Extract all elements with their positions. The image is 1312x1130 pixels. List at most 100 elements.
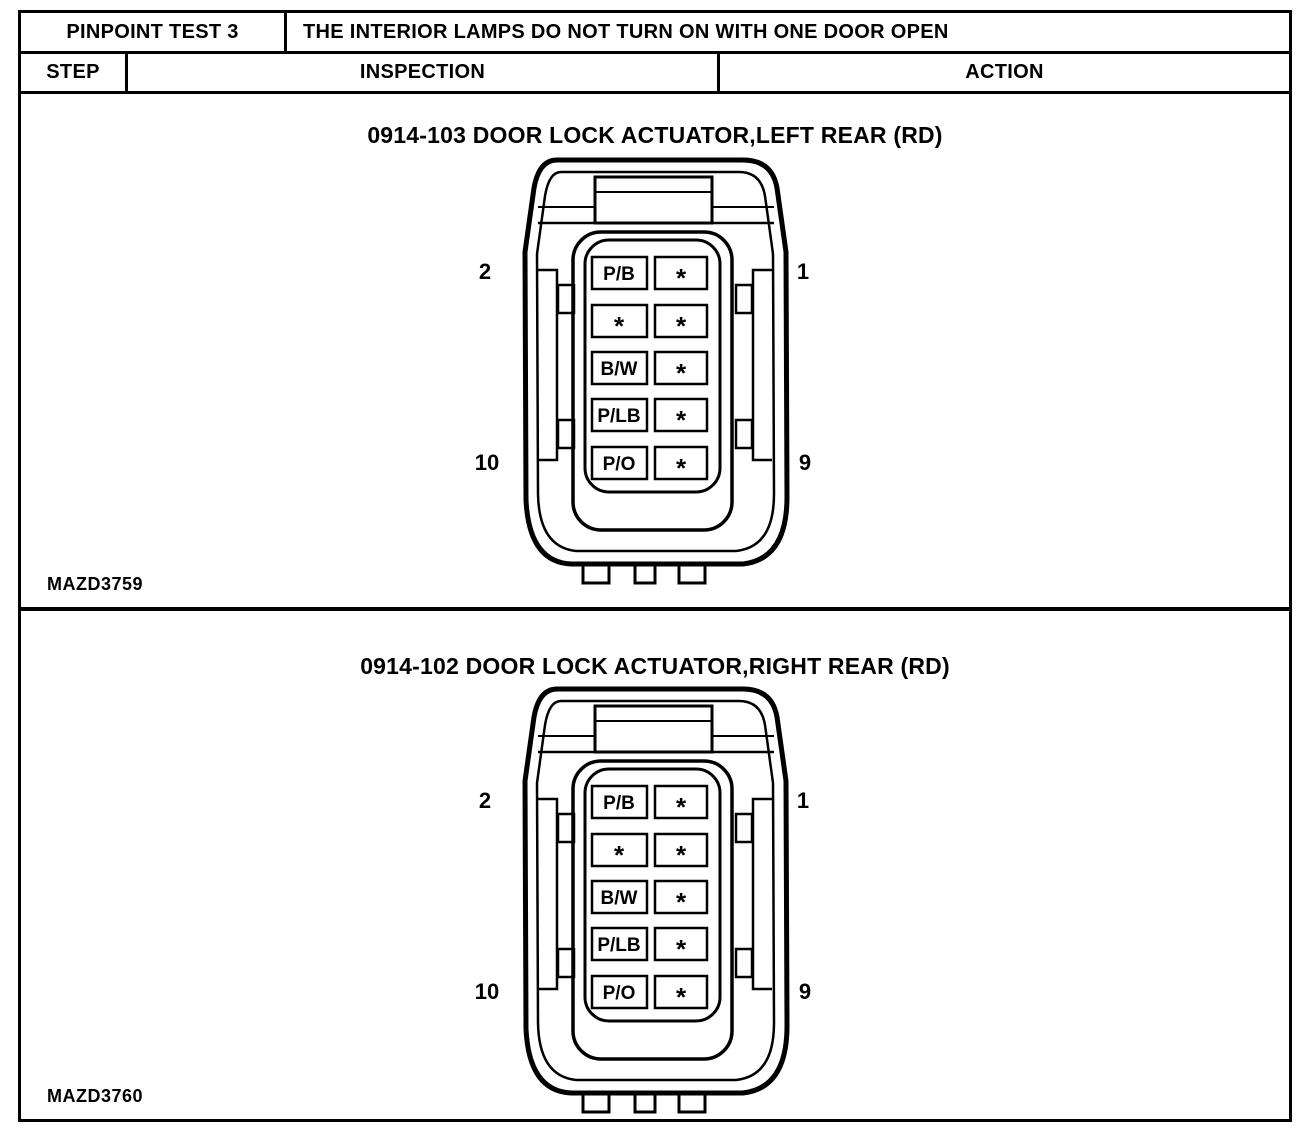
figure-id: MAZD3759 — [47, 574, 144, 594]
pin-housing-inner — [583, 238, 722, 494]
right-wing-tab-top — [734, 283, 754, 315]
pin-housing-outer — [571, 759, 734, 1061]
wire-color-label: P/LB — [597, 935, 640, 956]
pin-housing-inner — [583, 767, 722, 1023]
pin-number-bottom-right: 9 — [799, 979, 811, 1004]
pin-boxes — [590, 784, 709, 1010]
pin-box — [590, 397, 649, 433]
pin-box — [653, 926, 709, 962]
wire-color-label: P/O — [603, 983, 636, 1004]
pin-number-top-right: 1 — [797, 259, 809, 284]
pin-number-top-left: 2 — [479, 788, 491, 813]
pin-box — [653, 350, 709, 386]
step-label: STEP — [46, 61, 100, 83]
wire-color-label: * — [676, 840, 687, 870]
wire-color-label: P/O — [603, 454, 636, 475]
bottom-tabs — [581, 1090, 707, 1114]
connector-diagram-right-rear: P/B * * * B/W * P/LB * P/O * 2 1 10 9 — [475, 686, 811, 1114]
pin-box — [590, 445, 649, 481]
wire-color-label: * — [676, 263, 687, 293]
right-wing-tab-top — [734, 812, 754, 844]
column-header-step: STEP — [21, 54, 128, 91]
wire-color-label: * — [676, 887, 687, 917]
connector-outer-shell — [522, 686, 790, 1096]
wire-color-label: B/W — [601, 888, 638, 909]
pin-number-bottom-right: 9 — [799, 450, 811, 475]
inspection-label: INSPECTION — [359, 61, 486, 83]
pin-box — [653, 397, 709, 433]
pin-number-top-left: 2 — [479, 259, 491, 284]
wire-color-label: P/B — [603, 793, 635, 814]
pin-box — [653, 879, 709, 915]
bottom-tab-1 — [581, 1090, 611, 1114]
side-wings — [538, 268, 772, 462]
pin-box — [653, 974, 709, 1010]
column-header-action: ACTION — [720, 54, 1289, 91]
table-title-row: PINPOINT TEST 3 THE INTERIOR LAMPS DO NO… — [21, 13, 1289, 54]
inspection-panel-right-rear: 0914-102 DOOR LOCK ACTUATOR,RIGHT REAR (… — [21, 611, 1289, 1119]
pin-labels: P/B * * * B/W * P/LB * P/O * — [597, 263, 687, 483]
pinpoint-test-label-cell: PINPOINT TEST 3 — [21, 13, 287, 51]
pin-box — [590, 974, 649, 1010]
side-wings — [538, 797, 772, 991]
pin-numbers: 2 1 10 9 — [475, 259, 811, 475]
figure-id: MAZD3760 — [47, 1086, 144, 1106]
wire-color-label: B/W — [601, 359, 638, 380]
wire-color-label: * — [614, 311, 625, 341]
pin-box — [590, 255, 649, 291]
connector-inner-shell — [535, 170, 776, 553]
right-wing — [751, 268, 772, 462]
pin-box — [590, 784, 649, 820]
left-wing-tab-bottom — [556, 947, 576, 979]
pin-labels: P/B * * * B/W * P/LB * P/O * — [597, 792, 687, 1012]
bottom-tab-2 — [633, 1090, 657, 1114]
bottom-tab-3 — [677, 561, 707, 585]
connector-diagram-left-rear: P/B * * * B/W * P/LB * P/O * 2 1 10 9 — [475, 157, 811, 585]
wire-color-label: * — [676, 311, 687, 341]
pin-box — [590, 350, 649, 386]
right-wing-tab-bottom — [734, 947, 754, 979]
pin-box — [653, 303, 709, 339]
pin-boxes — [590, 255, 709, 481]
pinpoint-test-label: PINPOINT TEST 3 — [66, 20, 239, 43]
wire-color-label: * — [676, 934, 687, 964]
pin-box — [653, 445, 709, 481]
wire-color-label: P/B — [603, 264, 635, 285]
pin-box — [653, 784, 709, 820]
latch-tab — [593, 704, 714, 754]
bottom-tab-2 — [633, 561, 657, 585]
pin-box — [590, 926, 649, 962]
pin-number-bottom-left: 10 — [475, 450, 499, 475]
pin-box — [653, 255, 709, 291]
wire-color-label: * — [676, 358, 687, 388]
pin-number-top-right: 1 — [797, 788, 809, 813]
bottom-tabs — [581, 561, 707, 585]
left-wing-tab-top — [556, 283, 576, 315]
right-wing — [751, 797, 772, 991]
connector-shell — [522, 686, 790, 1096]
left-wing-tab-top — [556, 812, 576, 844]
pin-numbers: 2 1 10 9 — [475, 788, 811, 1004]
action-label: ACTION — [965, 61, 1044, 83]
pin-number-bottom-left: 10 — [475, 979, 499, 1004]
connector-shell — [522, 157, 790, 567]
wire-color-label: * — [676, 405, 687, 435]
pinpoint-test-title: THE INTERIOR LAMPS DO NOT TURN ON WITH O… — [303, 20, 949, 43]
column-header-row: STEP INSPECTION ACTION — [21, 54, 1289, 94]
latch-tab — [593, 175, 714, 225]
connector-title: 0914-103 DOOR LOCK ACTUATOR,LEFT REAR (R… — [367, 122, 943, 148]
column-header-inspection: INSPECTION — [128, 54, 720, 91]
wire-color-label: * — [676, 792, 687, 822]
left-wing — [538, 268, 559, 462]
pin-box — [590, 879, 649, 915]
left-wing-tab-bottom — [556, 418, 576, 450]
wire-color-label: * — [676, 982, 687, 1012]
wire-color-label: * — [676, 453, 687, 483]
wire-color-label: * — [614, 840, 625, 870]
connector-inner-shell — [535, 699, 776, 1082]
wire-color-label: P/LB — [597, 406, 640, 427]
connector-outer-shell — [522, 157, 790, 567]
bottom-tab-1 — [581, 561, 611, 585]
left-wing — [538, 797, 559, 991]
